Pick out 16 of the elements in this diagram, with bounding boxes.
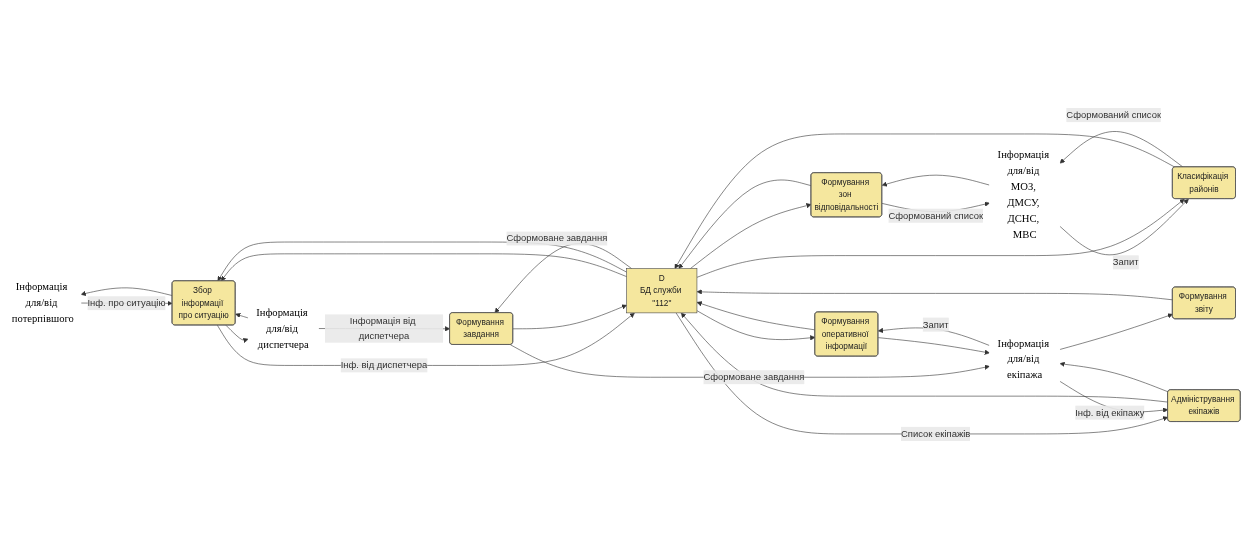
edge-label: Сформоване завдання [506,233,608,244]
edge-label: Інф. від диспетчера [340,360,428,371]
node-text: Інформація для/від потерпівшого [11,280,74,325]
edge-label: Інформація від диспетчера [349,316,416,341]
edge-label: Сформоване завдання [703,371,805,382]
node-text: Інформація для/від екіпажа [997,337,1050,381]
edge-label: Запит [1112,257,1139,268]
edge-label: Список екіпажів [900,428,971,439]
node-text: Інформація для/від диспетчера [256,306,309,351]
edge-label: Запит [922,319,949,330]
edge-label: Інф. про ситуацію [87,297,166,309]
edge-label: Сформований список [888,210,984,221]
node-box: D БД служби "112" [626,268,698,314]
node-text: Інформація для/від МОЗ, ДМСУ, ДСНС, МВС [997,148,1050,241]
edge-label: Сформований список [1066,109,1162,120]
edge-label: Інф. від екіпажу [1075,407,1145,418]
